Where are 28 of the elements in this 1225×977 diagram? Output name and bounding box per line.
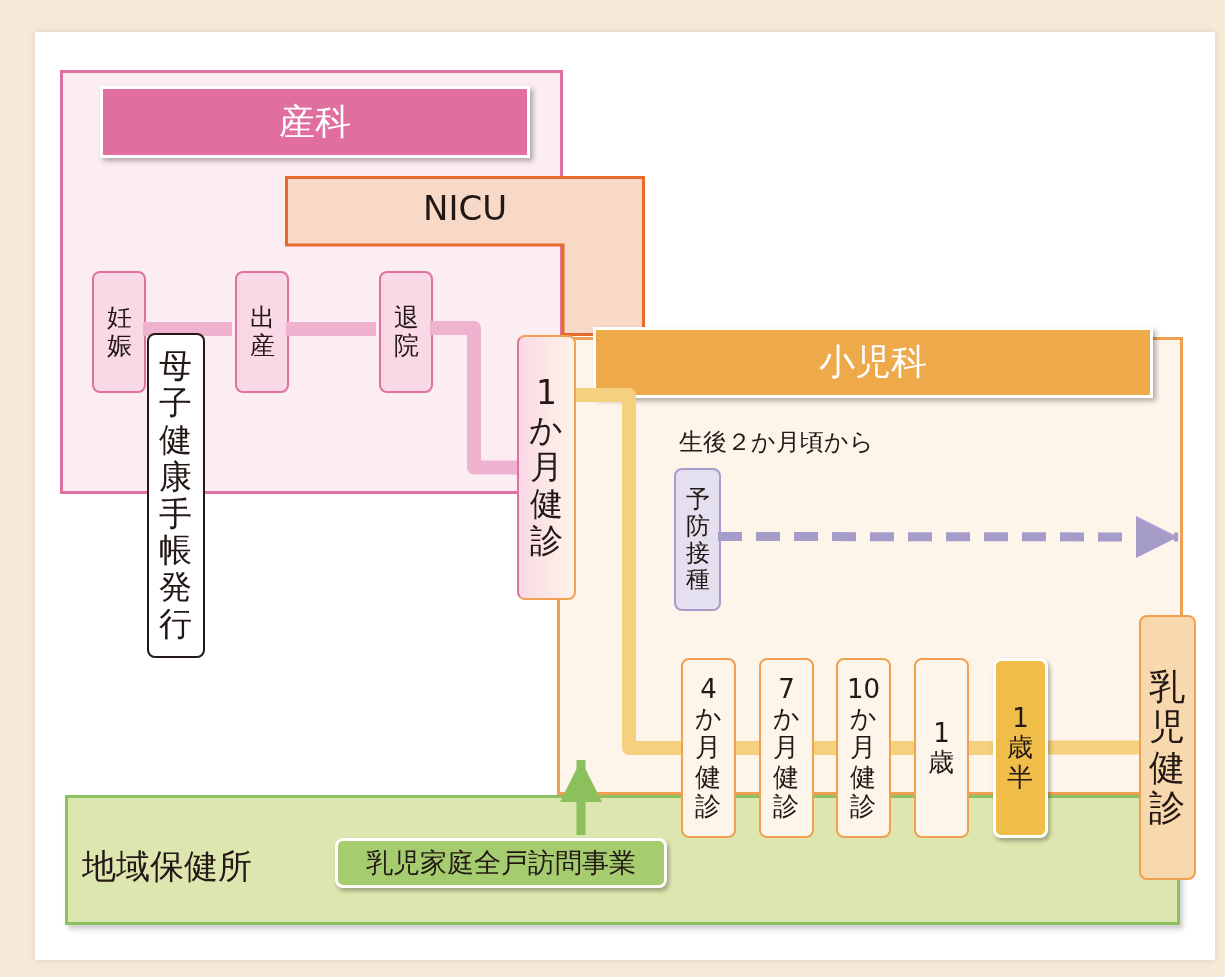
note-text: 生後２か月頃から: [679, 427, 874, 458]
step-box: 出産: [235, 271, 289, 393]
connector-line: [1048, 740, 1139, 755]
step-box: 4か月健診: [681, 658, 736, 838]
step-box: 1歳半: [993, 658, 1048, 838]
area-heading: 小児科: [593, 327, 1153, 398]
area-heading: 産科: [100, 86, 530, 158]
program-box: 乳児家庭全戸訪問事業: [335, 838, 667, 888]
arrow: [560, 760, 602, 835]
step-box: 乳児健診: [1139, 615, 1196, 880]
step-box: 1歳: [914, 658, 969, 838]
step-box: 1か月健診: [517, 335, 576, 600]
step-box: 7か月健診: [759, 658, 814, 838]
step-box: 10か月健診: [836, 658, 891, 838]
step-box: 母子健康手帳発行: [147, 333, 205, 658]
step-box: 予防接種: [674, 468, 721, 611]
step-box: 退院: [379, 271, 433, 393]
area-heading: 地域保健所: [82, 845, 252, 888]
arrow: [718, 515, 1178, 558]
area-heading: NICU: [421, 188, 509, 228]
connector-line: [286, 322, 376, 336]
connector-line: [891, 741, 914, 755]
connector-line: [969, 741, 993, 755]
connector-line: [143, 322, 232, 336]
connector-line: [736, 741, 759, 755]
step-box: 妊娠: [92, 271, 146, 393]
connector-line: [430, 321, 517, 475]
connector-line: [814, 741, 836, 755]
